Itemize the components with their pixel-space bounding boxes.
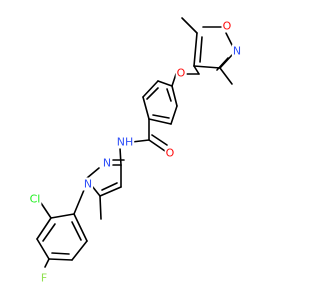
atom-label-cl: Cl	[30, 193, 41, 206]
bond	[101, 182, 118, 191]
bond	[73, 189, 85, 215]
atom-label-background	[82, 177, 94, 191]
bond	[166, 88, 172, 102]
bond	[146, 87, 159, 100]
molecule-diagram: O O N O NH N N Cl F	[28, 17, 243, 285]
bond	[148, 118, 172, 125]
bond	[44, 258, 50, 268]
atom-label-background	[28, 192, 42, 206]
bond	[219, 67, 233, 85]
atom-label-background	[221, 19, 233, 33]
atom-label-background	[101, 156, 113, 170]
bond	[193, 65, 200, 75]
atom-label-nh-amide: NH	[117, 136, 134, 149]
bond	[171, 85, 178, 107]
bond	[73, 213, 88, 242]
bond	[181, 17, 198, 34]
bond	[40, 202, 52, 219]
atom-label-f: F	[41, 272, 47, 285]
bond	[151, 134, 168, 146]
bond	[99, 195, 102, 220]
bond	[219, 54, 233, 69]
bond	[71, 240, 88, 261]
amide-group	[131, 118, 168, 152]
atom-label-o-isoxazole: O	[223, 20, 232, 33]
isoxazole-ring	[181, 17, 234, 85]
bond	[152, 114, 170, 119]
bond	[71, 221, 82, 241]
bond	[193, 32, 198, 67]
bond	[119, 147, 122, 166]
atom-label-n-isoxazole: N	[233, 45, 241, 58]
bond	[199, 36, 203, 63]
bond	[171, 73, 177, 87]
atom-label-background	[231, 44, 243, 58]
bond	[36, 217, 52, 240]
bond	[51, 252, 70, 255]
atom-label-o-ether: O	[177, 67, 186, 80]
bond	[170, 105, 178, 125]
atom-labels: O O N O NH N N Cl F	[28, 19, 243, 285]
bond	[91, 185, 101, 197]
bond	[225, 32, 234, 48]
atom-label-n-pyrazole-1: N	[84, 178, 92, 191]
pyrazole-ring	[86, 147, 125, 220]
bond	[131, 139, 150, 143]
bond	[142, 80, 159, 98]
bond	[36, 238, 50, 260]
atom-label-n-pyrazole-2: N	[103, 157, 111, 170]
bond	[142, 96, 150, 120]
benzyl-linker	[73, 189, 85, 215]
bond	[99, 186, 122, 197]
bond	[42, 223, 56, 242]
bond	[148, 139, 166, 152]
bond	[86, 167, 100, 179]
atom-label-o-carbonyl: O	[166, 147, 175, 160]
bond	[48, 258, 73, 261]
bond	[157, 80, 173, 87]
atom-label-background	[39, 271, 49, 285]
atom-label-background	[175, 66, 187, 80]
molecule-structure: O O N O NH N N Cl F	[28, 17, 243, 285]
ether-linker	[171, 73, 200, 87]
benzene-ring	[142, 80, 178, 125]
chlorofluorophenyl-ring	[36, 202, 88, 268]
bond	[50, 213, 75, 219]
atom-label-background	[115, 135, 135, 149]
atom-label-background	[164, 146, 176, 160]
bond	[193, 65, 221, 69]
